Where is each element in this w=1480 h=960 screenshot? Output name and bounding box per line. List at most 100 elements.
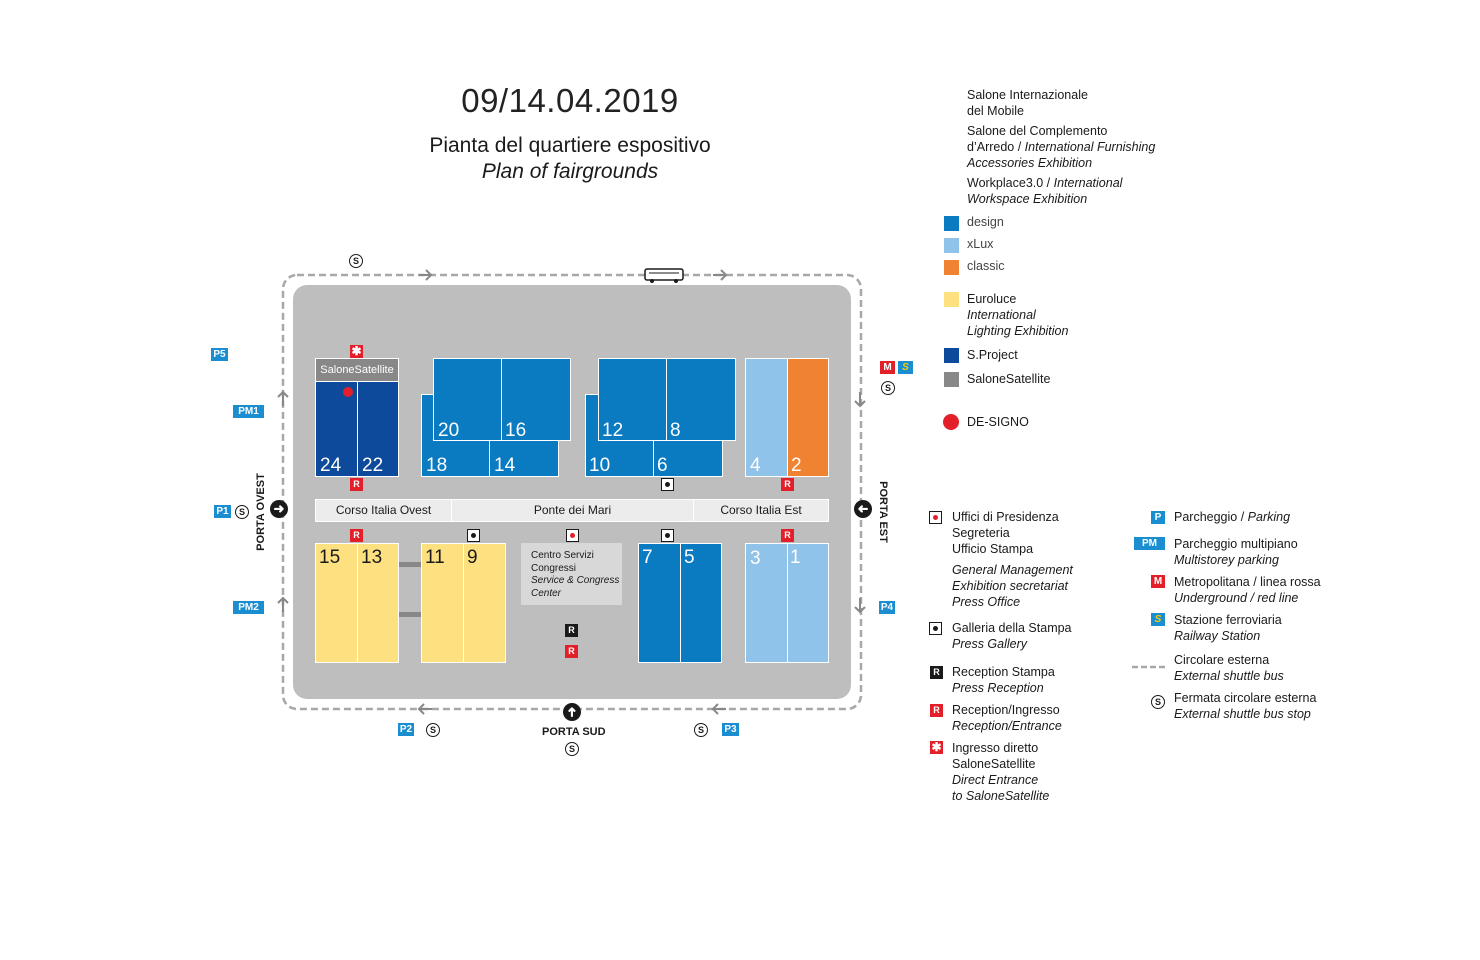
service-center-label: Centro Servizi Congressi Service & Congr…	[531, 550, 620, 599]
euroluce-swatch	[944, 292, 959, 307]
exhibition-complemento: Salone del Complemento d’Arredo / Intern…	[967, 124, 1156, 170]
press-gallery-icon	[467, 529, 480, 542]
salonesatellite-banner-label: SaloneSatellite	[320, 364, 394, 376]
hall-13-label: 13	[361, 547, 383, 568]
management-office-icon	[566, 529, 579, 542]
legend-railway-badge: S	[1151, 613, 1165, 626]
hall-8[interactable]	[666, 358, 736, 441]
hall-22[interactable]	[357, 381, 399, 477]
hall-2-label: 2	[791, 455, 802, 476]
reception-icon: R	[565, 645, 578, 658]
porta-est-arrow-icon[interactable]: ➜	[854, 500, 872, 518]
legend-presidenza-icon	[929, 511, 942, 524]
hall-12-label: 12	[602, 420, 624, 441]
porta-sud-arrow-icon[interactable]: ➜	[563, 703, 581, 721]
press-gallery-icon	[661, 529, 674, 542]
legend-shuttle: Circolare esterna External shuttle bus	[1174, 653, 1284, 683]
parking-p1-badge[interactable]: P1	[214, 505, 231, 518]
hall-3[interactable]	[745, 543, 788, 663]
legend-railway: Stazione ferroviaria Railway Station	[1174, 613, 1282, 643]
hall-4[interactable]	[745, 358, 788, 477]
hall-9[interactable]	[463, 543, 506, 663]
hall-2[interactable]	[787, 358, 829, 477]
hall-8-label: 8	[670, 420, 681, 441]
parking-p2-badge[interactable]: P2	[398, 723, 414, 736]
classic-swatch	[944, 260, 959, 275]
hall-18-label: 18	[426, 455, 448, 476]
legend-galleria-icon	[929, 622, 942, 635]
hall-16[interactable]	[501, 358, 571, 441]
legend-reception-icon: R	[930, 704, 943, 717]
reception-icon: R	[781, 478, 794, 491]
parking-pm1-badge[interactable]: PM1	[233, 405, 264, 418]
hall-20-label: 20	[438, 420, 460, 441]
legend-multistorey: Parcheggio multipiano Multistorey parkin…	[1174, 537, 1298, 567]
salonesatellite-label: SaloneSatellite	[967, 372, 1051, 386]
road-ponte-dei-mari: Ponte dei Mari	[451, 499, 694, 522]
road-corso-italia-ovest: Corso Italia Ovest	[315, 499, 452, 522]
parking-pm2-badge[interactable]: PM2	[233, 601, 264, 614]
legend-press-reception: Reception Stampa Press Reception	[952, 665, 1055, 695]
hall-14-label: 14	[494, 455, 516, 476]
hall-13[interactable]	[357, 543, 399, 663]
hall-5[interactable]	[680, 543, 722, 663]
shuttle-stop-icon: S	[235, 505, 249, 519]
reception-icon: R	[350, 478, 363, 491]
press-reception-icon: R	[565, 624, 578, 637]
press-gallery-icon	[661, 478, 674, 491]
legend-shuttle-stop: Fermata circolare esterna External shutt…	[1174, 691, 1317, 721]
hall-1[interactable]	[787, 543, 829, 663]
design-label: design	[967, 215, 1004, 229]
hall-10-label: 10	[589, 455, 611, 476]
porta-ovest-label: PORTA OVEST	[255, 473, 267, 551]
legend-parking: Parcheggio / Parking	[1174, 510, 1291, 524]
reception-icon: R	[781, 529, 794, 542]
event-date: 09/14.04.2019	[461, 82, 679, 119]
salonesatellite-swatch	[944, 372, 959, 387]
hall-20[interactable]	[433, 358, 502, 441]
parking-p3-badge[interactable]: P3	[722, 723, 739, 736]
designo-dot	[943, 414, 959, 430]
hall-15-label: 15	[319, 547, 341, 568]
legend-metro-badge: M	[1151, 575, 1165, 588]
metro-badge[interactable]: M	[880, 361, 895, 374]
legend-metro: Metropolitana / linea rossa Underground …	[1174, 575, 1321, 605]
sproject-swatch	[944, 348, 959, 363]
legend-multistorey-badge: PM	[1134, 537, 1165, 550]
hall-24-label: 24	[320, 455, 342, 476]
xlux-label: xLux	[967, 237, 994, 251]
parking-p4-badge[interactable]: P4	[879, 601, 895, 614]
page-title: Pianta del quartiere espositivo	[429, 134, 711, 157]
page-subtitle: Plan of fairgrounds	[481, 160, 659, 183]
legend-galleria: Galleria della Stampa Press Gallery	[952, 621, 1072, 651]
porta-ovest-arrow-icon[interactable]: ➜	[270, 500, 288, 518]
xlux-swatch	[944, 238, 959, 253]
hall-4-label: 4	[750, 455, 761, 476]
hall-11[interactable]	[421, 543, 464, 663]
road-corso-italia-est: Corso Italia Est	[693, 499, 829, 522]
hall-5-label: 5	[684, 547, 695, 568]
shuttle-stop-icon: S	[426, 723, 440, 737]
service-congress-center[interactable]	[521, 543, 622, 605]
exhibition-workplace: Workplace3.0 / International Workspace E…	[967, 176, 1123, 206]
legend-parking-badge: P	[1151, 511, 1165, 524]
legend-shuttle-stop-icon: S	[1151, 695, 1165, 709]
designo-marker	[343, 387, 353, 397]
classic-label: classic	[967, 259, 1005, 273]
hall-16-label: 16	[505, 420, 527, 441]
porta-est-label: PORTA EST	[877, 481, 889, 543]
designo-label: DE-SIGNO	[967, 415, 1029, 429]
legend-direct-entrance-icon: ✱	[930, 740, 943, 754]
railway-badge[interactable]: S	[898, 361, 913, 374]
legend-reception: Reception/Ingresso Reception/Entrance	[952, 703, 1062, 733]
hall-11-label: 11	[425, 547, 445, 568]
parking-p5-badge[interactable]: P5	[211, 348, 228, 361]
sproject-label: S.Project	[967, 348, 1018, 362]
exhibition-salone: Salone Internazionale del Mobile	[967, 88, 1088, 118]
porta-sud-label: PORTA SUD	[542, 726, 606, 738]
shuttle-stop-icon: S	[565, 742, 579, 756]
hall-7-label: 7	[642, 547, 653, 568]
shuttle-stop-icon: S	[694, 723, 708, 737]
design-swatch	[944, 216, 959, 231]
